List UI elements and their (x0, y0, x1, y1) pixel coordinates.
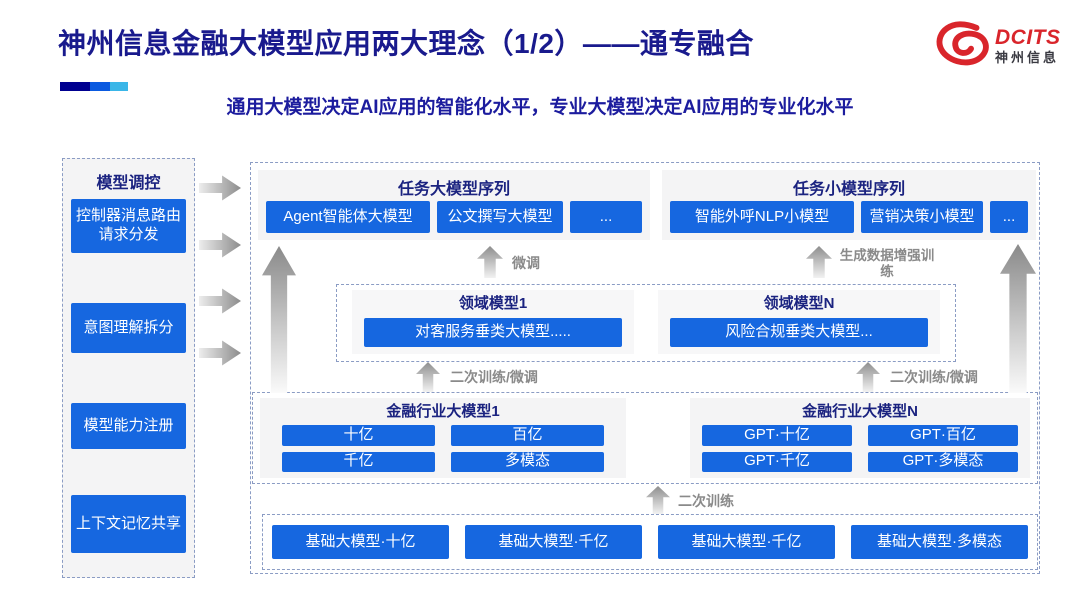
task-small-models-group: 任务小模型序列 智能外呼NLP小模型 营销决策小模型 ... (662, 170, 1036, 240)
task-large-models-group: 任务大模型序列 Agent智能体大模型 公文撰写大模型 ... (258, 170, 650, 240)
logo-brand-text: DCITS (995, 26, 1061, 50)
model-node-customer-service: 对客服务垂类大模型..... (364, 318, 622, 347)
industry-model-n-group: 金融行业大模型N GPT·十亿 GPT·百亿 GPT·千亿 GPT·多模态 (690, 398, 1030, 478)
model-node-gpt-100b: GPT·千亿 (702, 451, 852, 472)
model-node-ellipsis: ... (990, 201, 1028, 233)
arrow-right-icon (199, 288, 241, 314)
secondary-finetune-label: 二次训练/微调 (450, 369, 538, 385)
base-models-panel: 基础大模型·十亿 基础大模型·千亿 基础大模型·千亿 基础大模型·多模态 (262, 514, 1038, 570)
model-node-base-100b: 基础大模型·千亿 (658, 525, 835, 559)
gen-data-training-label: 生成数据增强训练 (839, 248, 935, 280)
sidebar-item-intent: 意图理解拆分 (71, 303, 186, 353)
accent-segment (90, 82, 110, 91)
model-node-nlp-call: 智能外呼NLP小模型 (670, 201, 854, 233)
model-node-ellipsis: ... (570, 201, 642, 233)
group-title: 领域模型1 (458, 295, 528, 312)
arrow-right-icon (199, 175, 241, 201)
model-node-base-1b: 基础大模型·十亿 (272, 525, 449, 559)
model-node-gpt-10b: GPT·百亿 (868, 425, 1018, 446)
domain-model-n-group: 领域模型N 风险合规垂类大模型... (658, 290, 940, 354)
slide-subtitle: 通用大模型决定AI应用的智能化水平，专业大模型决定AI应用的专业化水平 (226, 97, 854, 118)
group-title: 金融行业大模型1 (386, 403, 500, 420)
sidebar-item-router: 控制器消息路由请求分发 (71, 199, 186, 253)
secondary-finetune-label: 二次训练/微调 (890, 369, 978, 385)
sidebar-title: 模型调控 (96, 175, 161, 192)
model-node-multimodal: 多模态 (451, 451, 604, 472)
industry-model-1-group: 金融行业大模型1 十亿 百亿 千亿 多模态 (260, 398, 626, 478)
model-node-agent: Agent智能体大模型 (266, 201, 430, 233)
model-node-risk-compliance: 风险合规垂类大模型... (670, 318, 928, 347)
accent-segment (60, 82, 90, 91)
model-node-100b: 千亿 (282, 451, 435, 472)
logo-brand-cn-text: 神州信息 (995, 50, 1060, 66)
page-title: 神州信息金融大模型应用两大理念（1/2）——通专融合 (58, 28, 754, 59)
secondary-training-label: 二次训练 (678, 493, 734, 509)
model-node-1b: 十亿 (282, 425, 435, 446)
title-accent-bar (60, 82, 128, 91)
model-node-base-100b: 基础大模型·千亿 (465, 525, 642, 559)
dcits-swirl-icon (936, 21, 989, 66)
model-control-panel: 模型调控 控制器消息路由请求分发 意图理解拆分 模型能力注册 上下文记忆共享 (62, 158, 195, 578)
domain-model-1-group: 领域模型1 对客服务垂类大模型..... (352, 290, 634, 354)
model-node-10b: 百亿 (451, 425, 604, 446)
sidebar-item-context: 上下文记忆共享 (71, 495, 186, 553)
group-title: 金融行业大模型N (802, 403, 918, 420)
accent-segment (110, 82, 128, 91)
group-title: 任务大模型序列 (397, 181, 510, 198)
dcits-logo: DCITS 神州信息 (933, 16, 1073, 76)
group-title: 任务小模型序列 (792, 181, 905, 198)
finetune-label: 微调 (512, 255, 540, 271)
arrow-right-icon (199, 340, 241, 366)
sidebar-item-register: 模型能力注册 (71, 403, 186, 449)
model-node-marketing: 营销决策小模型 (861, 201, 983, 233)
model-node-base-multimodal: 基础大模型·多模态 (851, 525, 1028, 559)
model-node-gpt-multimodal: GPT·多模态 (868, 451, 1018, 472)
model-node-gpt-1b: GPT·十亿 (702, 425, 852, 446)
arrow-right-icon (199, 232, 241, 258)
model-node-document: 公文撰写大模型 (437, 201, 563, 233)
group-title: 领域模型N (763, 295, 835, 312)
